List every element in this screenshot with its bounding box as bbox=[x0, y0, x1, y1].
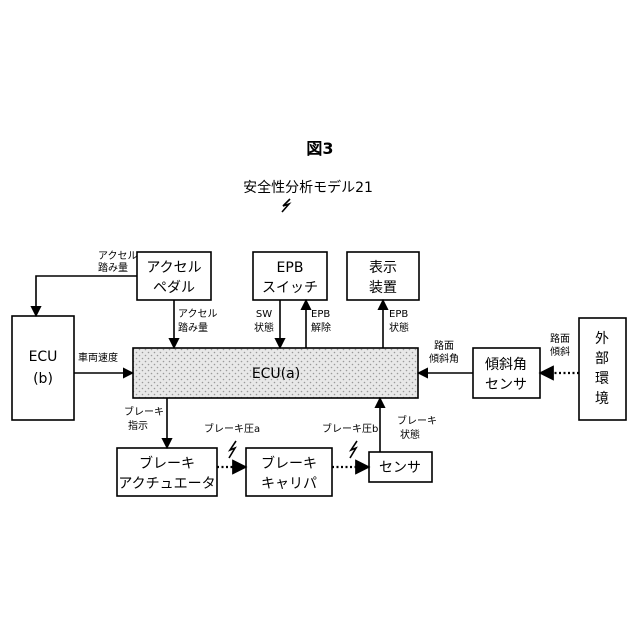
label-accel-amount-top-2: 踏み量 bbox=[98, 261, 128, 274]
accel-pedal-block: アクセル ペダル bbox=[137, 252, 211, 300]
display-device-label-1: 表示 bbox=[369, 260, 397, 276]
label-brake-pressure-a: ブレーキ圧a bbox=[204, 422, 260, 435]
label-brake-pressure-b: ブレーキ圧b bbox=[322, 422, 378, 435]
brake-actuator-block: ブレーキ アクチュエータ bbox=[117, 448, 217, 496]
brake-caliper-label-2: キャリパ bbox=[261, 476, 317, 492]
brake-actuator-label-2: アクチュエータ bbox=[118, 476, 215, 492]
epb-switch-block: EPB スイッチ bbox=[253, 252, 327, 300]
brake-caliper-label-1: ブレーキ bbox=[261, 455, 317, 472]
brake-caliper-block: ブレーキ キャリパ bbox=[246, 448, 332, 496]
arrow-accel-to-ecu-b bbox=[36, 276, 137, 316]
label-brake-command-1: ブレーキ bbox=[124, 405, 164, 418]
label-road-tilt-1: 路面 bbox=[550, 332, 570, 345]
label-brake-state-2: 状態 bbox=[400, 428, 420, 441]
label-vehicle-speed: 車両速度 bbox=[78, 351, 118, 364]
label-epb-state-1: EPB bbox=[389, 309, 408, 320]
label-road-tilt-angle-2: 傾斜角 bbox=[429, 352, 459, 365]
label-accel-amount-top-1: アクセル bbox=[98, 250, 138, 262]
ecu-b-label-1: ECU bbox=[29, 349, 58, 365]
label-brake-state-1: ブレーキ bbox=[397, 414, 437, 427]
external-env-char-3: 環 bbox=[595, 371, 609, 387]
ecu-a-block: ECU(a) bbox=[133, 348, 418, 398]
label-epb-state-2: 状態 bbox=[389, 321, 409, 334]
external-env-char-4: 境 bbox=[595, 391, 609, 407]
model-name: 安全性分析モデル21 bbox=[243, 179, 373, 196]
ecu-b-block: ECU (b) bbox=[12, 316, 74, 420]
label-epb-release-1: EPB bbox=[311, 309, 330, 320]
tilt-sensor-label-1: 傾斜角 bbox=[485, 357, 527, 373]
label-sw-state-1: SW bbox=[256, 309, 272, 320]
ecu-a-label: ECU(a) bbox=[252, 366, 300, 382]
label-road-tilt-angle-1: 路面 bbox=[434, 339, 454, 352]
epb-switch-label-1: EPB bbox=[277, 260, 304, 276]
tilt-sensor-block: 傾斜角 センサ bbox=[473, 348, 540, 398]
label-brake-command-2: 指示 bbox=[128, 419, 148, 432]
tilt-sensor-label-2: センサ bbox=[485, 377, 527, 393]
ecu-b-label-2: (b) bbox=[33, 371, 53, 387]
leader-brake-pressure-a bbox=[229, 441, 236, 458]
external-env-char-1: 外 bbox=[595, 331, 609, 347]
brake-actuator-label-1: ブレーキ bbox=[139, 455, 195, 472]
accel-pedal-label-2: ペダル bbox=[153, 280, 195, 296]
accel-pedal-label-1: アクセル bbox=[146, 260, 201, 276]
label-epb-release-2: 解除 bbox=[311, 321, 331, 334]
label-road-tilt-2: 傾斜 bbox=[550, 345, 570, 358]
label-accel-amount-2: 踏み量 bbox=[178, 321, 208, 334]
display-device-block: 表示 装置 bbox=[347, 252, 419, 300]
sensor-label: センサ bbox=[379, 460, 421, 476]
external-env-char-2: 部 bbox=[595, 351, 609, 367]
model-leader-line bbox=[282, 199, 290, 212]
figure-title: 図3 bbox=[306, 139, 333, 158]
display-device-label-2: 装置 bbox=[369, 280, 397, 296]
label-accel-amount-1: アクセル bbox=[178, 308, 218, 320]
sensor-block: センサ bbox=[369, 452, 432, 482]
epb-switch-label-2: スイッチ bbox=[262, 280, 318, 296]
external-environment-block: 外 部 環 境 bbox=[579, 318, 626, 420]
label-sw-state-2: 状態 bbox=[254, 321, 274, 334]
leader-brake-pressure-b bbox=[350, 441, 357, 458]
